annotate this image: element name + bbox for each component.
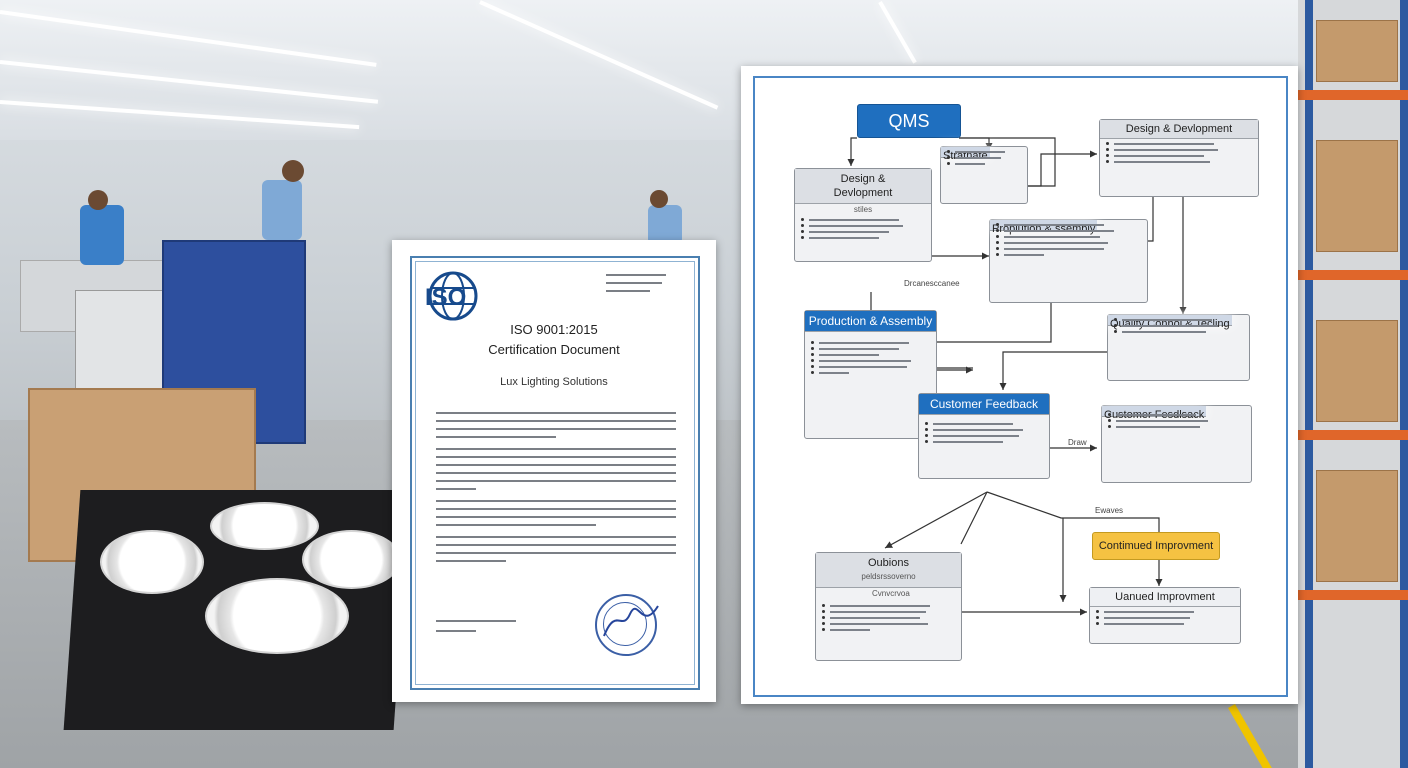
company-name: Lux Lighting Solutions bbox=[500, 376, 608, 388]
certificate-standard: ISO 9001:2015 bbox=[510, 322, 598, 337]
flow-label: Draw bbox=[1068, 438, 1087, 447]
customer-feedback-title: Customer Feedback bbox=[919, 394, 1049, 415]
flow-label: Drcanesccanee bbox=[904, 279, 960, 288]
iso-logo-text: ISO bbox=[425, 284, 467, 311]
options-node: Oubions peldsrssoverno Cvnvcrvoa bbox=[815, 552, 962, 661]
certificate-title: ISO 9001:2015 Certification Document bbox=[392, 320, 716, 360]
options-node-subtitle: Cvnvcrvoa bbox=[872, 589, 910, 598]
quality-control-node: Quality Conhol & Tecling bbox=[1107, 314, 1250, 381]
design-development-node-right: Design & Devlopment bbox=[1099, 119, 1259, 197]
cardboard-box bbox=[1316, 470, 1398, 582]
iso-certificate: ISO ISO 9001:2015 Certification Document… bbox=[392, 240, 716, 702]
cardboard-box bbox=[1316, 20, 1398, 82]
signature-line bbox=[436, 620, 516, 622]
worker-head bbox=[88, 190, 108, 210]
design-node-subtitle: stiles bbox=[853, 205, 873, 214]
light-fixture bbox=[100, 530, 204, 594]
customer-feedback-node-right: Customer Fesdlsack bbox=[1101, 405, 1252, 483]
production-assembly-node-top: Proplution & ssembly bbox=[989, 219, 1148, 303]
options-node-title: Oubions peldsrssoverno bbox=[816, 553, 961, 588]
certificate-border bbox=[410, 256, 700, 690]
handwritten-signature bbox=[603, 605, 659, 637]
cardboard-box bbox=[1316, 320, 1398, 422]
worker bbox=[80, 205, 124, 265]
shelf-post bbox=[1305, 0, 1313, 768]
continual-box-title: Uanued Improvment bbox=[1090, 588, 1240, 607]
continual-improvement-tag: Contimued Improvment bbox=[1092, 532, 1220, 560]
certificate-subtitle: Certification Document bbox=[488, 342, 620, 357]
work-table bbox=[75, 290, 167, 402]
design-node-title: Design & Devlopment bbox=[795, 169, 931, 204]
production-left-title: Production & Assembly bbox=[805, 311, 936, 332]
light-fixture bbox=[302, 530, 401, 589]
text-line bbox=[606, 274, 666, 276]
light-fixture bbox=[205, 578, 349, 654]
worker-head bbox=[650, 190, 668, 208]
design-right-node-title: Design & Devlopment bbox=[1100, 120, 1258, 139]
shelf-beam bbox=[1298, 590, 1408, 600]
iso-globe-icon bbox=[428, 271, 478, 321]
certification-seal bbox=[595, 594, 657, 656]
worker bbox=[648, 205, 682, 245]
qms-flowchart: QMS Stratnate Design & Devlopment stiles… bbox=[741, 66, 1298, 704]
shelf-post bbox=[1400, 0, 1408, 768]
shelf-beam bbox=[1298, 90, 1408, 100]
production-assembly-node-left: Production & Assembly bbox=[804, 310, 937, 439]
flowchart-border bbox=[753, 76, 1288, 697]
shelf-beam bbox=[1298, 430, 1408, 440]
worker-head bbox=[282, 160, 304, 182]
continual-improvement-node: Uanued Improvment bbox=[1089, 587, 1241, 644]
cardboard-box bbox=[1316, 140, 1398, 252]
qms-title: QMS bbox=[857, 104, 961, 138]
design-development-node-left: Design & Devlopment stiles bbox=[794, 168, 932, 262]
light-fixture bbox=[210, 502, 319, 550]
worker bbox=[262, 180, 302, 240]
flowchart-connectors bbox=[847, 137, 1187, 616]
customer-feedback-node-blue: Customer Feedback bbox=[918, 393, 1050, 479]
flow-label: Ewaves bbox=[1095, 506, 1124, 515]
strategy-node: Stratnate bbox=[940, 146, 1028, 204]
shelf-beam bbox=[1298, 270, 1408, 280]
